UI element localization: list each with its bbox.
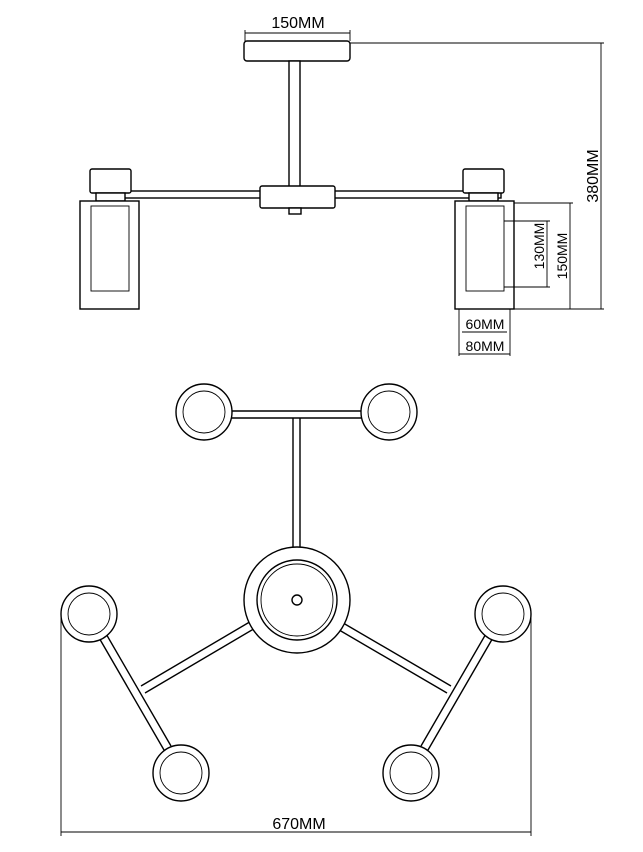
side-elevation: 150MM 380MM 150MM 130MM 60MM <box>79 15 604 356</box>
total-height-label: 380MM <box>585 149 602 202</box>
lamp-top-left <box>175 383 233 441</box>
stem <box>288 60 301 189</box>
shade-inner-height-label: 130MM <box>531 223 547 270</box>
total-height-dimension: 380MM <box>350 42 604 310</box>
right-lamp <box>454 168 515 310</box>
canopy-width-label: 150MM <box>271 15 324 32</box>
shade-inner-height-dimension: 130MM <box>504 220 550 288</box>
central-hub <box>259 185 336 209</box>
shade-width-dimensions: 60MM 80MM <box>458 309 511 356</box>
left-lamp <box>79 168 140 310</box>
shade-outer-height-label: 150MM <box>554 233 570 280</box>
shade-outer-height-dimension: 150MM <box>514 202 573 309</box>
lamp-mid-left <box>60 585 118 643</box>
lamp-bottom-right <box>382 744 440 802</box>
total-width-label: 670MM <box>272 816 325 833</box>
top-plan-view: 670MM <box>60 383 532 836</box>
canopy-width-dimension: 150MM <box>244 15 351 41</box>
total-width-dimension: 670MM <box>60 614 532 836</box>
canopy <box>243 40 351 62</box>
shade-inner-width-label: 60MM <box>466 316 505 332</box>
lamp-top-right <box>360 383 418 441</box>
lamp-mid-right <box>474 585 532 643</box>
lamp-bottom-left <box>152 744 210 802</box>
shade-outer-width-label: 80MM <box>466 338 505 354</box>
center-hub-plan <box>243 546 351 654</box>
left-arm <box>97 619 258 751</box>
right-arm <box>333 619 495 751</box>
